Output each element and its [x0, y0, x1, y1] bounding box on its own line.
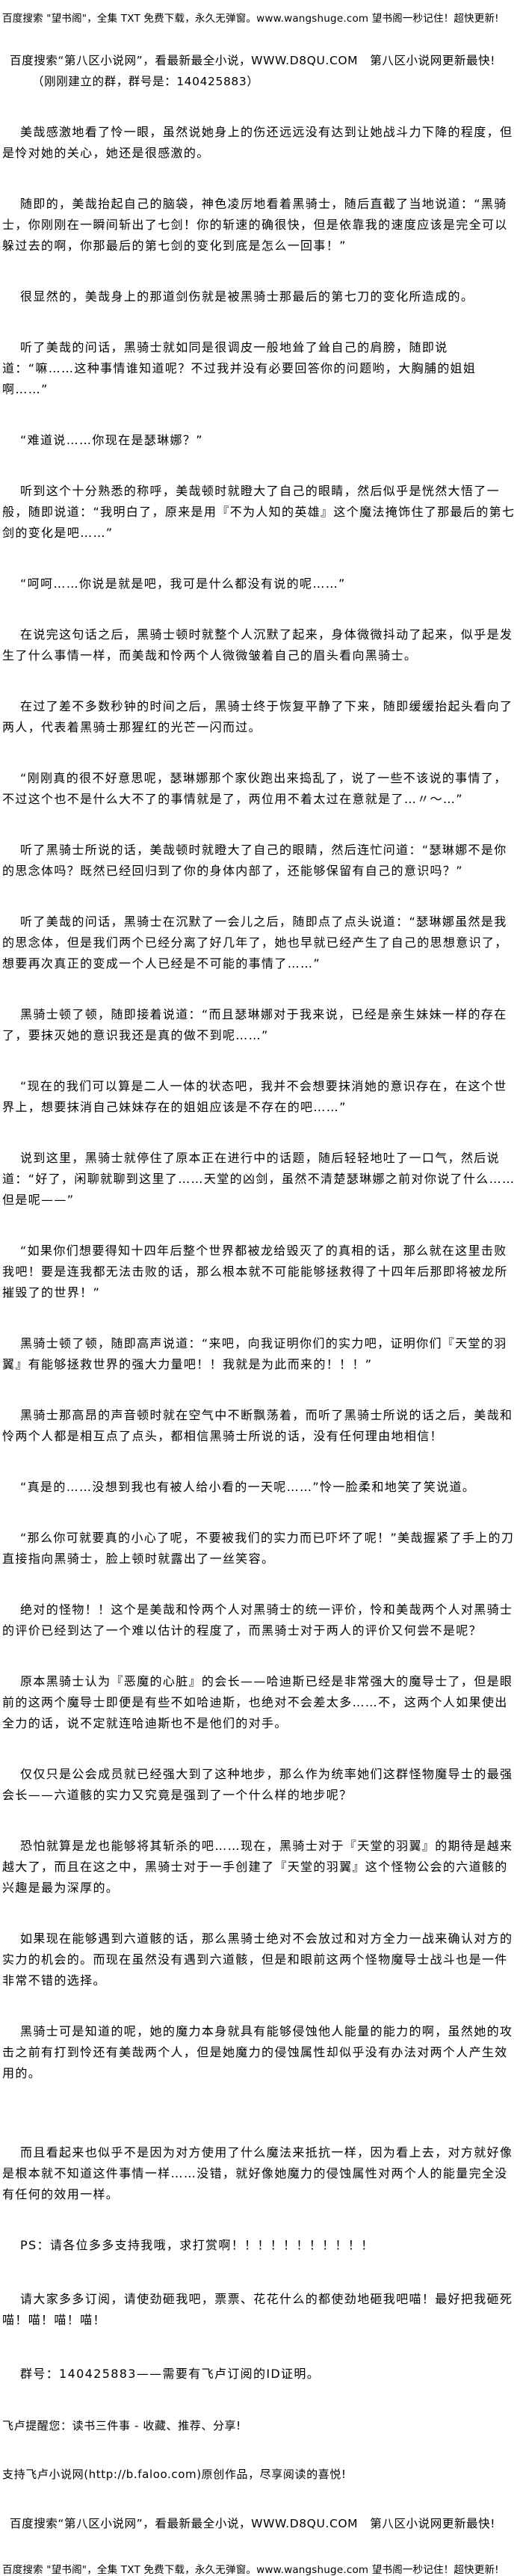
ad-banner-top: 百度搜索 "望书阁"，全集 TXT 免费下载，永久无弹窗。www.wangshu… [2, 13, 499, 25]
story-paragraph: 听了美哉的问话，黑骑士就如同是很调皮一般地耸了耸自己的肩膀，随即说道：“嘛……这… [2, 340, 477, 396]
story-paragraph: 如果现在能够遇到六道骸的话，那么黑骑士绝对不会放过和对方全力一战来确认对方的实力… [2, 1931, 513, 1988]
story-paragraph: “如果你们想要得知十四年后整个世界都被龙给毁灭了的真相的话，那么就在这里击败我吧… [2, 1244, 508, 1300]
author-note: 请大家多多订阅，请使劲砸我吧，票票、花花什么的都使劲地砸我吧喵！最好把我砸死喵！… [2, 2292, 513, 2327]
author-note: PS：请各位多多支持我哦，求打赏啊！！！！！！！！！！！ [20, 2238, 374, 2252]
story-paragraph: 听了美哉的问话，黑骑士在沉默了一会儿之后，随即点了点头说道：“瑟琳娜虽然是我的思… [2, 914, 508, 971]
story-paragraph: 随即的，美哉抬起自己的脑袋，神色凌厉地看着黑骑士，随后直截了当地说道：“黑骑士，… [2, 197, 508, 253]
story-paragraph: 很显然的，美哉身上的那道剑伤就是被黑骑士那最后的第七刀的变化所造成的。 [20, 289, 474, 304]
chapter-body: 美哉感激地看了怜一眼，虽然说她身上的伤还远远没有达到让她战斗力下降的程度，但是怜… [2, 122, 519, 2205]
story-paragraph: 原本黑骑士认为『恶魔的心脏』的会长——哈迪斯已经是非常强大的魔导士了，但是眼前的… [2, 1674, 513, 1730]
story-paragraph: 听了黑骑士所说的话，美哉顿时就瞪大了自己的眼睛，然后连忙问道：“瑟琳娜不是你的思… [2, 843, 507, 878]
story-paragraph: 绝对的怪物！！这个是美哉和怜两个人对黑骑士的统一评价，怜和美哉两个人对黑骑士的评… [2, 1602, 513, 1638]
story-paragraph: “难道说……你现在是瑟琳娜？” [20, 433, 203, 447]
author-notes: PS：请各位多多支持我哦，求打赏啊！！！！！！！！！！！ 请大家多多订阅，请使劲砸… [2, 2235, 519, 2385]
story-paragraph: 恐怕就算是龙也能够将其斩杀的吧……现在，黑骑士对于『天堂的羽翼』的期待是越来越大… [2, 1839, 513, 1895]
story-paragraph: “真是的……没想到我也有被人给小看的一天呢……”怜一脸柔和地笑了笑说道。 [20, 1480, 476, 1494]
story-paragraph: 黑骑士那高昂的声音顿时就在空气中不断飘荡着，而听了黑骑士所说的话之后，美哉和怜两… [2, 1408, 513, 1443]
story-paragraph: 仅仅只是公会成员就已经强大到了这种地步，那么作为统率她们这群怪物魔导士的最强会长… [2, 1767, 513, 1802]
story-paragraph: 黑骑士顿了顿，随即高声说道：“来吧，向我证明你们的实力吧，证明你们『天堂的羽翼』… [2, 1336, 507, 1371]
author-note: 群号：140425883——需要有飞卢订阅的ID证明。 [20, 2367, 321, 2381]
story-paragraph: “呵呵……你说是就是吧，我可是什么都没有说的呢……” [20, 577, 346, 591]
story-paragraph: “现在的我们可以算是二人一体的状态吧，我并不会想要抹消她的意识存在，在这个世界上… [2, 1079, 507, 1114]
story-paragraph: 黑骑士顿了顿，随即接着说道：“而且瑟琳娜对于我来说，已经是亲生妹妹一样的存在了，… [2, 1007, 507, 1042]
site-promo-bottom: 百度搜索“第八区小说网”，看最新最全小说，WWW.D8QU.COM 第八区小说网… [10, 2517, 496, 2530]
faloo-support-line: 支持飞卢小说网(http://b.faloo.com)原创作品，尽享阅读的喜悦! [2, 2468, 347, 2481]
story-paragraph: 在说完这句话之后，黑骑士顿时就整个人沉默了起来，身体微微抖动了起来，似乎是发生了… [2, 627, 513, 663]
faloo-reminder: 飞卢提醒您：读书三件事 - 收藏、推荐、分享! [2, 2419, 241, 2432]
story-paragraph: 在过了差不多数秒钟的时间之后，黑骑士终于恢复平静了下来，随即缓缓抬起头看向了两人… [2, 699, 513, 734]
story-paragraph: “刚刚真的很不好意思呢，瑟琳娜那个家伙跑出来捣乱了，说了一些不该说的事情了，不过… [2, 771, 507, 806]
group-number-notice: （刚刚建立的群，群号是：140425883） [32, 75, 259, 88]
story-paragraph: 美哉感激地看了怜一眼，虽然说她身上的伤还远远没有达到让她战斗力下降的程度，但是怜… [2, 125, 513, 160]
story-paragraph: 而且看起来也似乎不是因为对方使用了什么魔法来抵抗一样，因为看上去，对方就好像是根… [2, 2145, 513, 2201]
ad-banner-bottom: 百度搜索 "望书阁"，全集 TXT 免费下载，永久无弹窗。www.wangshu… [2, 2564, 499, 2576]
story-paragraph: 听到这个十分熟悉的称呼，美哉顿时就瞪大了自己的眼睛，然后似乎是恍然大悟了一般，随… [2, 484, 516, 540]
story-paragraph: “那么你可就要真的小心了呢，不要被我们的实力而已吓坏了呢！”美哉握紧了手上的刀直… [2, 1531, 515, 1566]
story-paragraph: 说到这里，黑骑士就停住了原本正在进行中的话题，随后轻轻地吐了一口气，然后说道：“… [2, 1151, 516, 1207]
site-promo-top: 百度搜索“第八区小说网”，看最新最全小说，WWW.D8QU.COM 第八区小说网… [10, 54, 496, 67]
story-paragraph: 黑骑士可是知道的呢，她的魔力本身就具有能够侵蚀他人能量的能力的啊，虽然她的攻击之… [2, 2024, 513, 2080]
